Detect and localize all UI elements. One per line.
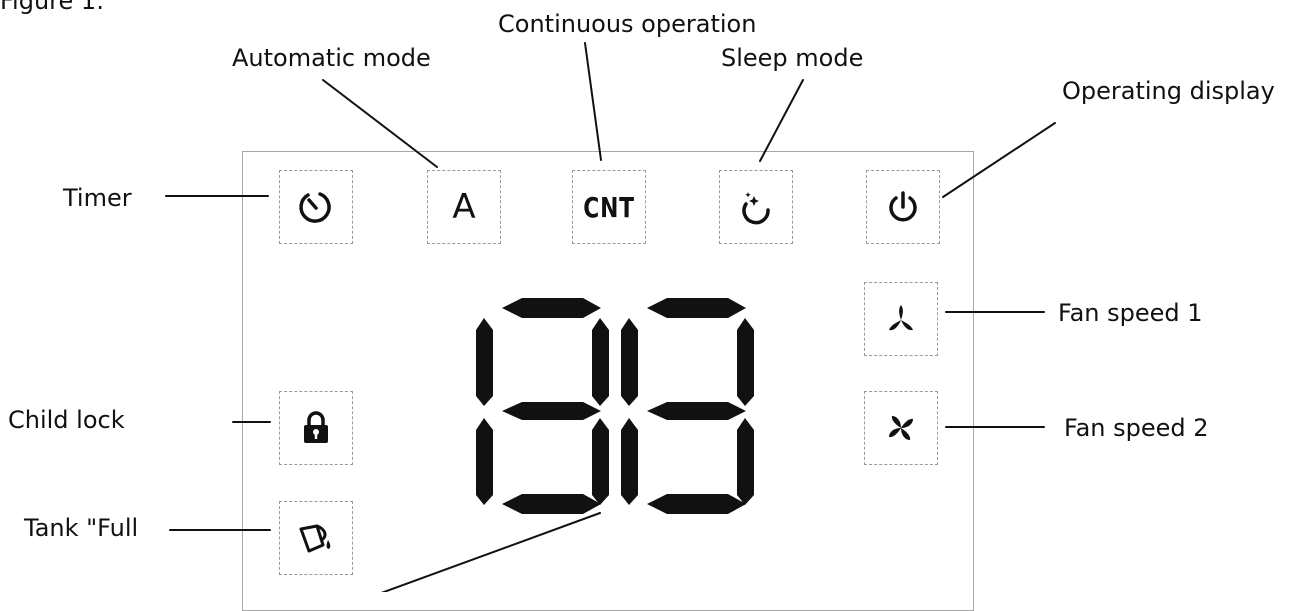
segment-c: [592, 418, 609, 505]
label-child-lock: Child lock: [8, 406, 125, 434]
seven-segment-display: [476, 298, 754, 514]
leader-lines: [165, 42, 1056, 592]
cnt-text-icon: CNT: [583, 190, 635, 224]
operating-display-indicator: [866, 170, 940, 244]
segment-g: [647, 402, 746, 420]
fan-speed-2-indicator: [864, 391, 938, 465]
segment-g: [502, 402, 601, 420]
segment-e: [621, 418, 638, 505]
segment-d: [647, 494, 746, 514]
segment-f: [621, 318, 638, 406]
label-operating-display: Operating display: [1062, 77, 1275, 105]
label-automatic-mode: Automatic mode: [232, 44, 431, 72]
timer-indicator: [279, 170, 353, 244]
label-sleep-mode: Sleep mode: [721, 44, 864, 72]
digit-2: [621, 298, 754, 514]
padlock-icon: [304, 411, 328, 443]
auto-letter-icon: A: [452, 187, 476, 227]
segment-f: [476, 318, 493, 406]
automatic-mode-indicator: A: [427, 170, 501, 244]
label-fan-speed-2: Fan speed 2: [1064, 414, 1209, 442]
segment-c: [737, 418, 754, 505]
segment-a: [502, 298, 601, 318]
sleep-mode-indicator: [719, 170, 793, 244]
leader-line-automatic-mode: [322, 79, 438, 168]
label-tank-full: Tank "Full: [24, 514, 139, 542]
label-timer: Timer: [63, 184, 132, 212]
power-icon: [889, 191, 917, 222]
child-lock-indicator: [279, 391, 353, 465]
sleep-moon-icon: [742, 192, 770, 225]
fan-four-blade-icon: [889, 416, 913, 440]
segment-e: [476, 418, 493, 505]
segment-a: [647, 298, 746, 318]
figure-caption: Figure 1:: [0, 0, 105, 15]
digit-1: [476, 298, 609, 514]
bucket-icon: [299, 524, 331, 553]
leader-line-display: [380, 512, 601, 592]
fan-speed-1-indicator: [864, 282, 938, 356]
fan-three-blade-icon: [889, 305, 913, 331]
tank-full-indicator: [279, 501, 353, 575]
segment-d: [502, 494, 601, 514]
label-continuous-operation: Continuous operation: [498, 10, 757, 38]
segment-b: [737, 318, 754, 406]
continuous-operation-indicator: CNT: [572, 170, 646, 244]
timer-icon: [299, 192, 331, 223]
leader-line-operating-display: [942, 122, 1056, 198]
leader-line-sleep-mode: [759, 79, 804, 162]
segment-b: [592, 318, 609, 406]
leader-line-continuous-operation: [584, 42, 602, 161]
label-fan-speed-1: Fan speed 1: [1058, 299, 1203, 327]
